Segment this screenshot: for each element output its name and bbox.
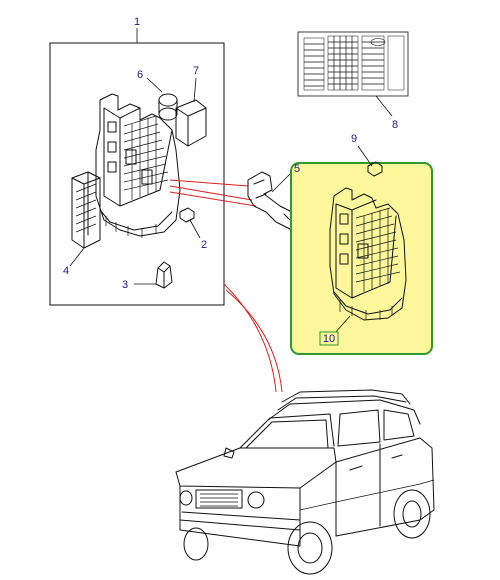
callout-label-7: 7 — [193, 65, 199, 77]
callout-7[interactable]: 7 — [193, 65, 199, 77]
callout-2[interactable]: 2 — [201, 239, 207, 251]
callout-label-9: 9 — [351, 133, 357, 145]
callout-9[interactable]: 9 — [351, 133, 357, 145]
fuse-box-drawing — [71, 93, 181, 249]
callout-3[interactable]: 3 — [122, 279, 128, 291]
callout-label-1: 1 — [134, 16, 140, 28]
callout-label-3: 3 — [122, 279, 128, 291]
part-3-bracket — [134, 261, 173, 289]
callout-label-8: 8 — [392, 119, 398, 131]
callout-label-2: 2 — [201, 239, 207, 251]
callout-label-6: 6 — [137, 69, 143, 81]
part-2-clip — [179, 207, 201, 239]
callout-6[interactable]: 6 — [137, 69, 143, 81]
callout-label-10: 10 — [323, 333, 335, 345]
callout-1[interactable]: 1 — [134, 16, 140, 28]
callout-10[interactable]: 10 — [319, 331, 339, 346]
callout-label-5: 5 — [294, 163, 300, 175]
link-lines — [169, 179, 283, 393]
callout-8[interactable]: 8 — [392, 119, 398, 131]
callout-5[interactable]: 5 — [294, 163, 300, 175]
callout-4[interactable]: 4 — [63, 265, 69, 277]
part-6-relay-socket — [146, 77, 178, 121]
part-8-fuse-label — [297, 31, 409, 117]
part-7-relay — [175, 77, 207, 147]
callout-label-4: 4 — [63, 265, 69, 277]
highlighted-part-panel — [290, 145, 433, 355]
vehicle-drawing — [175, 389, 435, 575]
